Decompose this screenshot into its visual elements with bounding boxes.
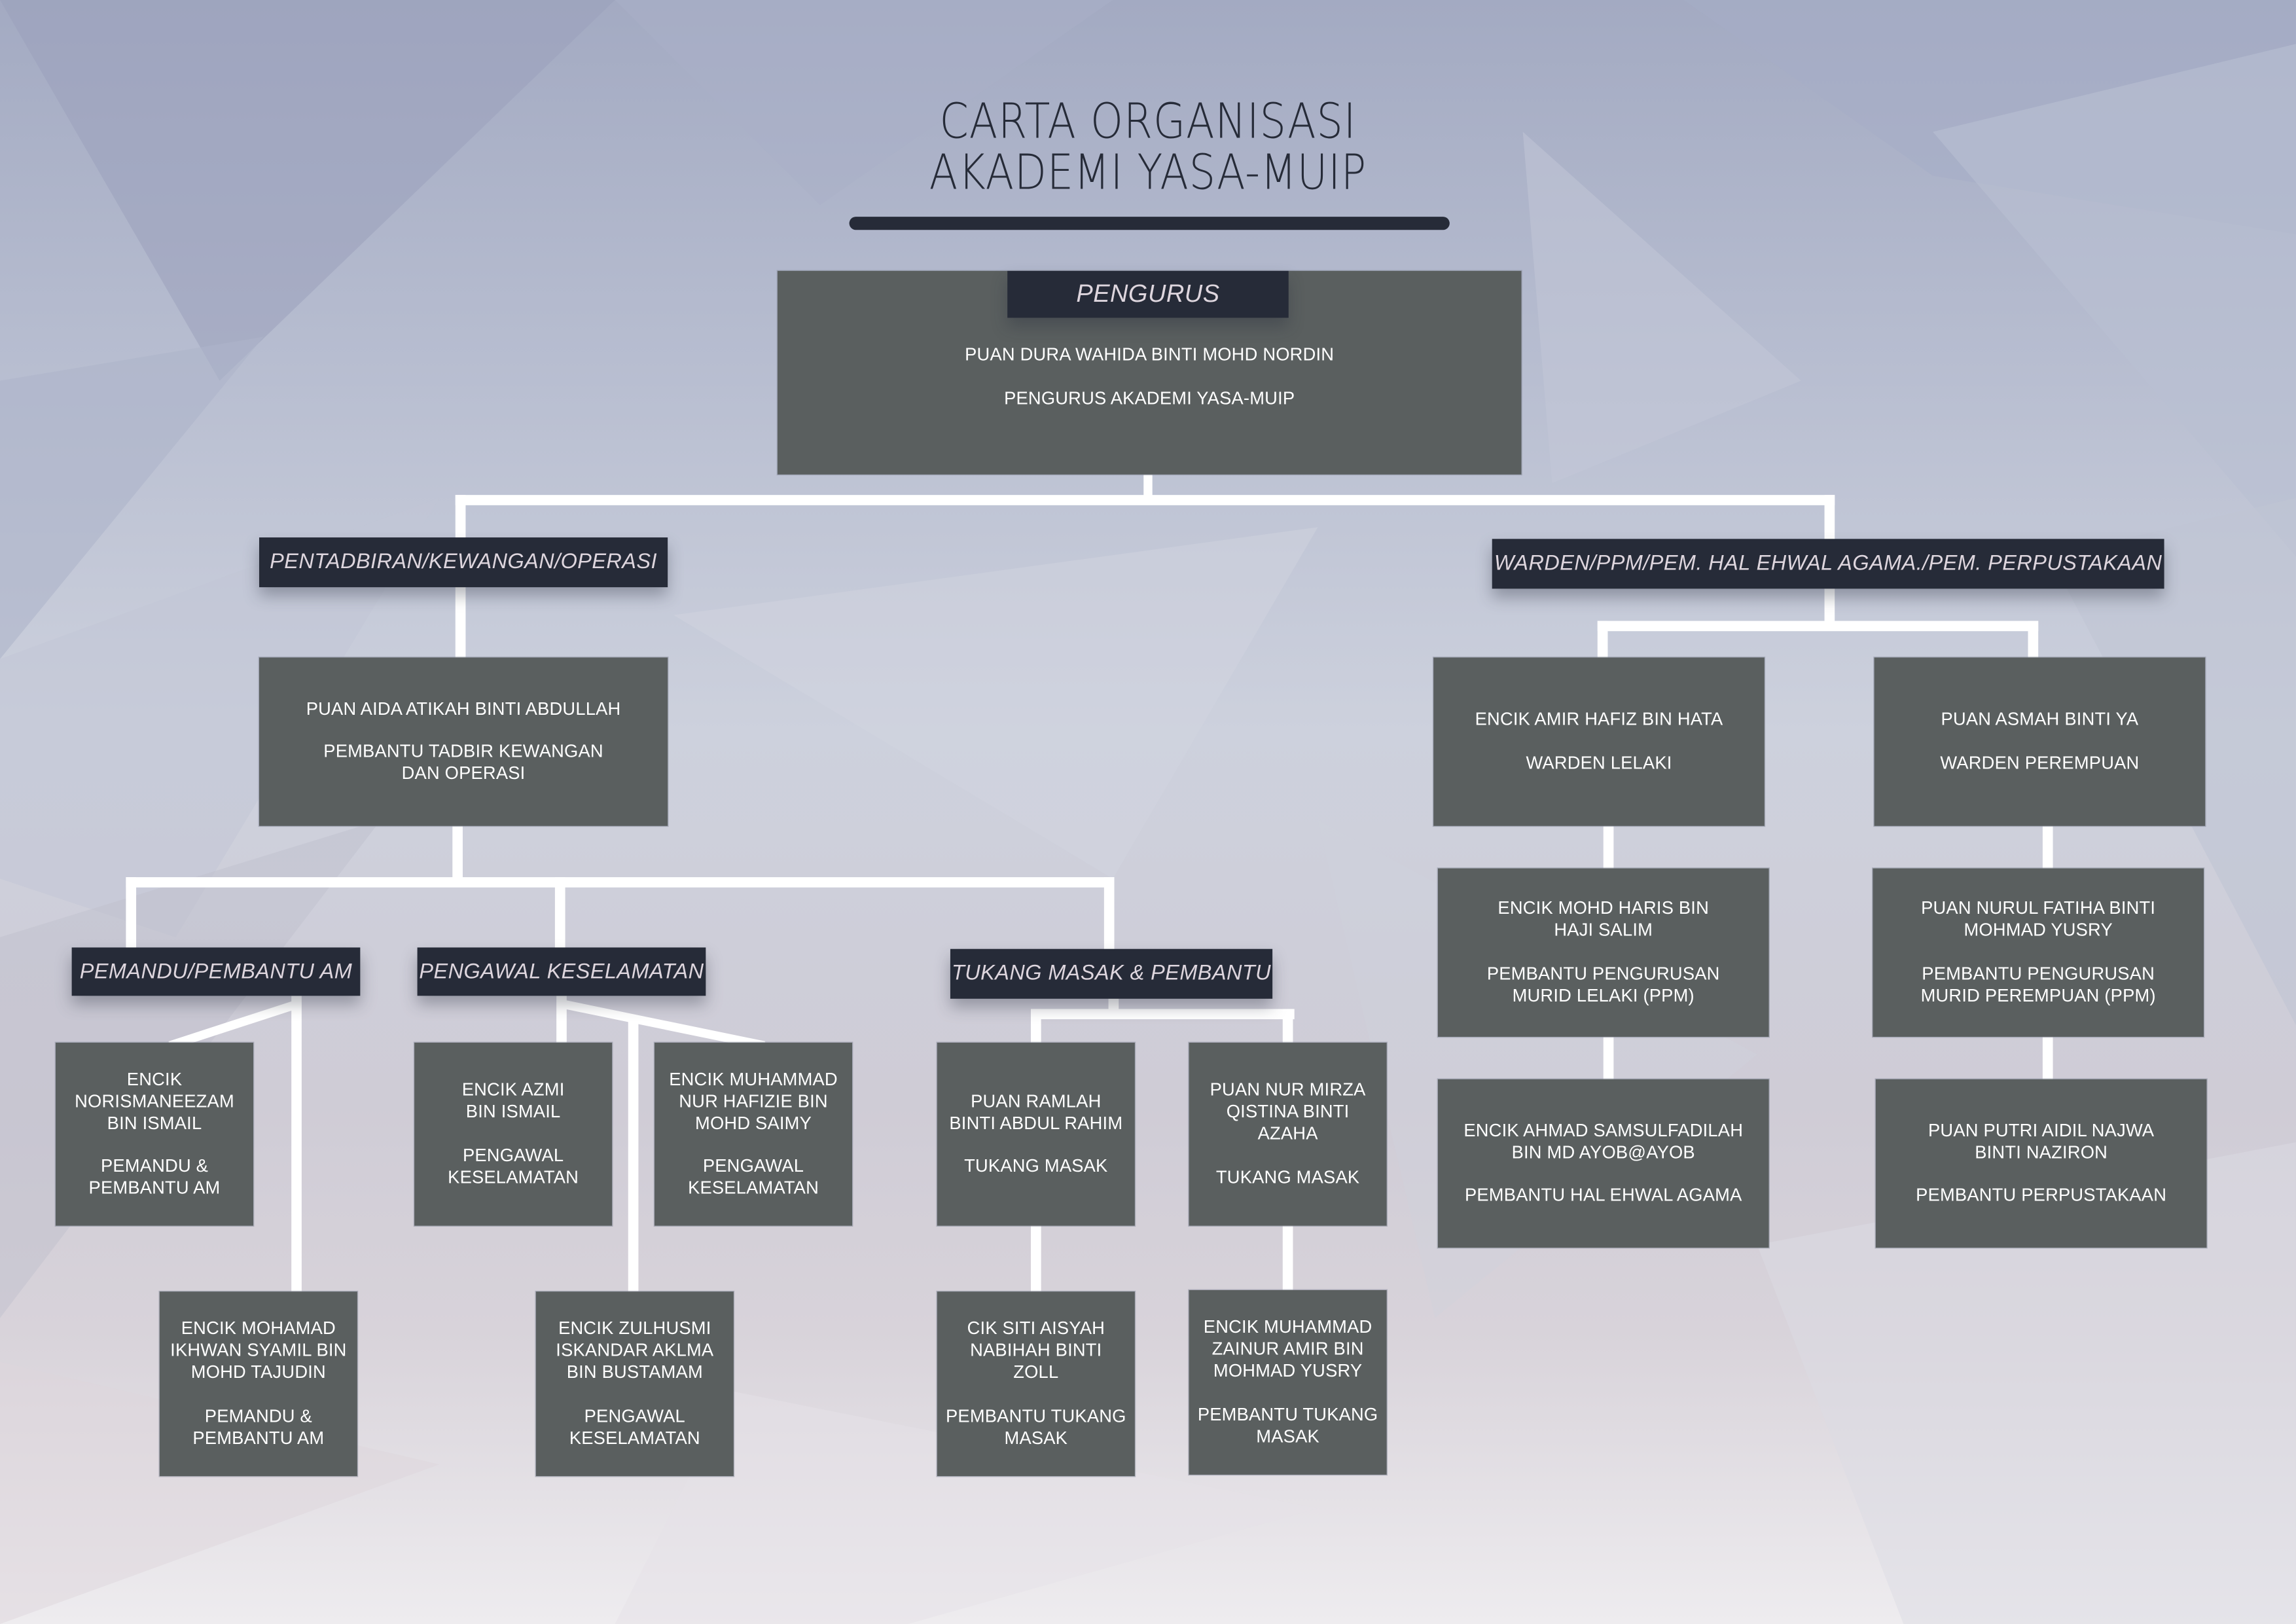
connector bbox=[2042, 1035, 2053, 1081]
person-box: ENCIK MOHAMAD IKHWAN SYAMIL BIN MOHD TAJ… bbox=[159, 1291, 357, 1477]
connector bbox=[1030, 1224, 1041, 1293]
connector bbox=[1103, 877, 1115, 950]
person-name: PUAN ASMAH BINTI YA bbox=[1941, 709, 2139, 730]
connector bbox=[1030, 1009, 1041, 1045]
connector bbox=[1030, 1009, 1295, 1020]
connector bbox=[126, 877, 137, 950]
person-box: CIK SITI AISYAH NABIHAH BINTI ZOLL PEMBA… bbox=[937, 1291, 1135, 1477]
person-name: PUAN AIDA ATIKAH BINTI ABDULLAH bbox=[306, 698, 621, 719]
person-role: PEMBANTU TADBIR KEWANGAN DAN OPERASI bbox=[323, 741, 603, 784]
section-label-pengurus: PENGURUS bbox=[1007, 270, 1289, 318]
person-role: PEMBANTU TUKANG MASAK bbox=[946, 1405, 1126, 1449]
person-box: ENCIK NORISMANEEZAM BIN ISMAIL PEMANDU &… bbox=[56, 1042, 254, 1226]
connector bbox=[1597, 621, 1608, 659]
connector bbox=[1824, 587, 1835, 630]
person-box: ENCIK MUHAMMAD ZAINUR AMIR BIN MOHMAD YU… bbox=[1189, 1290, 1387, 1475]
person-name: CIK SITI AISYAH NABIHAH BINTI ZOLL bbox=[967, 1318, 1105, 1383]
section-label-pemandu: PEMANDU/PEMBANTU AM bbox=[71, 947, 361, 996]
connector bbox=[1603, 824, 1614, 870]
title-underline-bar bbox=[849, 217, 1450, 230]
person-box: PUAN RAMLAH BINTI ABDUL RAHIM TUKANG MAS… bbox=[937, 1042, 1135, 1226]
person-role: PENGAWAL KESELAMATAN bbox=[569, 1405, 700, 1449]
person-name: ENCIK MOHAMAD IKHWAN SYAMIL BIN MOHD TAJ… bbox=[170, 1318, 347, 1383]
person-name: ENCIK ZULHUSMI ISKANDAR AKLMA BIN BUSTAM… bbox=[556, 1318, 714, 1383]
person-role: PEMBANTU PENGURUSAN MURID LELAKI (PPM) bbox=[1486, 963, 1720, 1006]
person-role: TUKANG MASAK bbox=[964, 1155, 1108, 1177]
connector bbox=[455, 495, 1835, 505]
person-role: PEMBANTU PENGURUSAN MURID PEREMPUAN (PPM… bbox=[1920, 963, 2156, 1006]
connector bbox=[1597, 621, 2039, 632]
connector bbox=[1603, 1035, 1614, 1081]
section-label-warden: WARDEN/PPM/PEM. HAL EHWAL AGAMA./PEM. PE… bbox=[1492, 539, 2164, 589]
person-role: WARDEN PEREMPUAN bbox=[1940, 752, 2140, 773]
person-box: PUAN NUR MIRZA QISTINA BINTI AZAHA TUKAN… bbox=[1189, 1042, 1387, 1226]
person-name: ENCIK NORISMANEEZAM BIN ISMAIL bbox=[75, 1068, 234, 1134]
connector bbox=[291, 996, 302, 1293]
connector bbox=[2042, 824, 2053, 870]
person-box: PUAN PUTRI AIDIL NAJWA BINTI NAZIRON PEM… bbox=[1875, 1079, 2207, 1248]
person-box: PUAN NURUL FATIHA BINTI MOHMAD YUSRY PEM… bbox=[1873, 868, 2204, 1037]
person-role: PEMBANTU PERPUSTAKAAN bbox=[1916, 1185, 2167, 1206]
person-role: PENGAWAL KESELAMATAN bbox=[688, 1155, 819, 1199]
person-name: ENCIK MOHD HARIS BIN HAJI SALIM bbox=[1498, 897, 1710, 941]
person-box: ENCIK MUHAMMAD NUR HAFIZIE BIN MOHD SAIM… bbox=[655, 1042, 853, 1226]
person-name: PUAN RAMLAH BINTI ABDUL RAHIM bbox=[949, 1091, 1123, 1134]
connector bbox=[554, 877, 565, 950]
person-role: PEMANDU & PEMBANTU AM bbox=[192, 1405, 325, 1449]
person-box: ENCIK MOHD HARIS BIN HAJI SALIM PEMBANTU… bbox=[1437, 868, 1769, 1037]
connector bbox=[556, 996, 567, 1045]
person-name: ENCIK AMIR HAFIZ BIN HATA bbox=[1475, 709, 1723, 730]
person-name: PUAN NUR MIRZA QISTINA BINTI AZAHA bbox=[1210, 1079, 1366, 1144]
person-box: ENCIK AZMI BIN ISMAIL PENGAWAL KESELAMAT… bbox=[414, 1042, 613, 1226]
connector bbox=[1282, 1224, 1293, 1293]
person-name: ENCIK MUHAMMAD NUR HAFIZIE BIN MOHD SAIM… bbox=[669, 1068, 838, 1134]
section-label-tukang-masak: TUKANG MASAK & PEMBANTU bbox=[950, 948, 1273, 999]
chart-title-line2: AKADEMI YASA-MUIP bbox=[929, 143, 1367, 201]
connector bbox=[452, 824, 463, 886]
person-name: ENCIK MUHAMMAD ZAINUR AMIR BIN MOHMAD YU… bbox=[1203, 1316, 1372, 1382]
person-box: PUAN ASMAH BINTI YA WARDEN PEREMPUAN bbox=[1874, 657, 2206, 826]
connector bbox=[2028, 621, 2039, 659]
person-role: PEMANDU & PEMBANTU AM bbox=[88, 1155, 221, 1199]
person-name: ENCIK AHMAD SAMSULFADILAH BIN MD AYOB@AY… bbox=[1463, 1119, 1744, 1163]
section-label-pengawal: PENGAWAL KESELAMATAN bbox=[417, 947, 706, 996]
person-role: TUKANG MASAK bbox=[1215, 1166, 1360, 1187]
person-role: PENGURUS AKADEMI YASA-MUIP bbox=[1004, 387, 1295, 408]
person-role: PEMBANTU HAL EHWAL AGAMA bbox=[1464, 1185, 1742, 1206]
connector bbox=[1282, 1009, 1293, 1045]
person-role: PENGAWAL KESELAMATAN bbox=[448, 1144, 579, 1187]
person-role: PEMBANTU TUKANG MASAK bbox=[1197, 1403, 1378, 1447]
person-box: PUAN AIDA ATIKAH BINTI ABDULLAH PEMBANTU… bbox=[259, 657, 668, 826]
connector bbox=[628, 1016, 639, 1293]
person-name: ENCIK AZMI BIN ISMAIL bbox=[461, 1079, 565, 1123]
person-role: WARDEN LELAKI bbox=[1526, 752, 1672, 773]
person-box: ENCIK AMIR HAFIZ BIN HATA WARDEN LELAKI bbox=[1433, 657, 1765, 826]
section-label-pentadbiran: PENTADBIRAN/KEWANGAN/OPERASI bbox=[259, 537, 668, 588]
person-box: ENCIK AHMAD SAMSULFADILAH BIN MD AYOB@AY… bbox=[1437, 1079, 1769, 1248]
connector bbox=[126, 877, 1115, 888]
person-name: PUAN DURA WAHIDA BINTI MOHD NORDIN bbox=[965, 344, 1335, 365]
chart-title-line1: CARTA ORGANISASI bbox=[939, 92, 1357, 150]
connector bbox=[1824, 495, 1835, 542]
person-name: PUAN NURUL FATIHA BINTI MOHMAD YUSRY bbox=[1921, 897, 2156, 941]
person-box: ENCIK ZULHUSMI ISKANDAR AKLMA BIN BUSTAM… bbox=[535, 1291, 734, 1477]
person-name: PUAN PUTRI AIDIL NAJWA BINTI NAZIRON bbox=[1928, 1119, 2155, 1163]
